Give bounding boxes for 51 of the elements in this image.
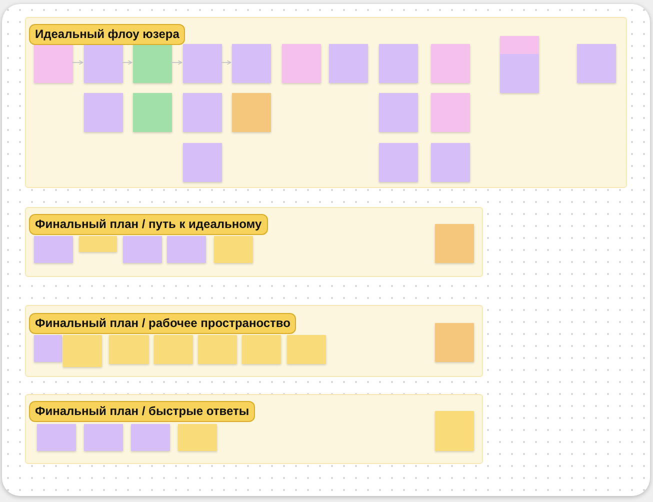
sticky-note	[287, 335, 326, 364]
sticky-note	[183, 143, 222, 182]
sticky-note	[84, 44, 123, 83]
sticky-note	[34, 236, 73, 263]
section-title: Финальный план / быстрые ответы	[29, 401, 256, 422]
sticky-note	[131, 424, 170, 451]
section-title: Финальный план / путь к идеальному	[29, 214, 268, 235]
sticky-note	[34, 44, 73, 83]
arrow	[122, 60, 132, 65]
sticky-note	[500, 36, 539, 93]
sticky-note	[379, 44, 418, 83]
sticky-note	[329, 44, 368, 83]
sticky-note	[183, 93, 222, 132]
section-panel	[25, 305, 483, 377]
section-panel	[25, 17, 627, 188]
section-panel	[25, 394, 483, 464]
sticky-note	[34, 335, 62, 362]
sticky-note	[577, 44, 616, 83]
sticky-note	[435, 224, 474, 263]
sticky-note	[379, 93, 418, 132]
section-title: Идеальный флоу юзера	[29, 24, 186, 45]
sticky-note	[435, 323, 474, 362]
sticky-note	[282, 44, 321, 83]
sticky-note	[214, 236, 253, 263]
sticky-note	[431, 93, 470, 132]
sticky-note	[232, 44, 271, 83]
sticky-note	[431, 44, 470, 83]
sticky-note	[183, 44, 222, 83]
sticky-note	[242, 335, 281, 364]
sticky-note	[178, 424, 217, 451]
sticky-note	[133, 44, 172, 83]
sticky-note	[123, 236, 162, 263]
arrow	[220, 60, 232, 65]
sticky-note	[63, 335, 102, 367]
sticky-note	[84, 93, 123, 132]
section-panel	[25, 207, 483, 277]
sticky-note	[431, 143, 470, 182]
sticky-note	[133, 93, 172, 132]
sticky-note	[79, 236, 117, 252]
sticky-note	[84, 424, 123, 451]
sticky-note	[198, 335, 237, 364]
arrow	[72, 60, 84, 65]
sticky-note	[435, 411, 474, 451]
sticky-note	[37, 424, 76, 451]
sticky-note	[232, 93, 271, 132]
sticky-note	[154, 335, 193, 364]
arrow	[170, 60, 182, 65]
sticky-note	[109, 335, 149, 364]
sticky-note	[167, 236, 206, 263]
section-title: Финальный план / рабочее пространоство	[29, 313, 296, 334]
sticky-note	[379, 143, 418, 182]
